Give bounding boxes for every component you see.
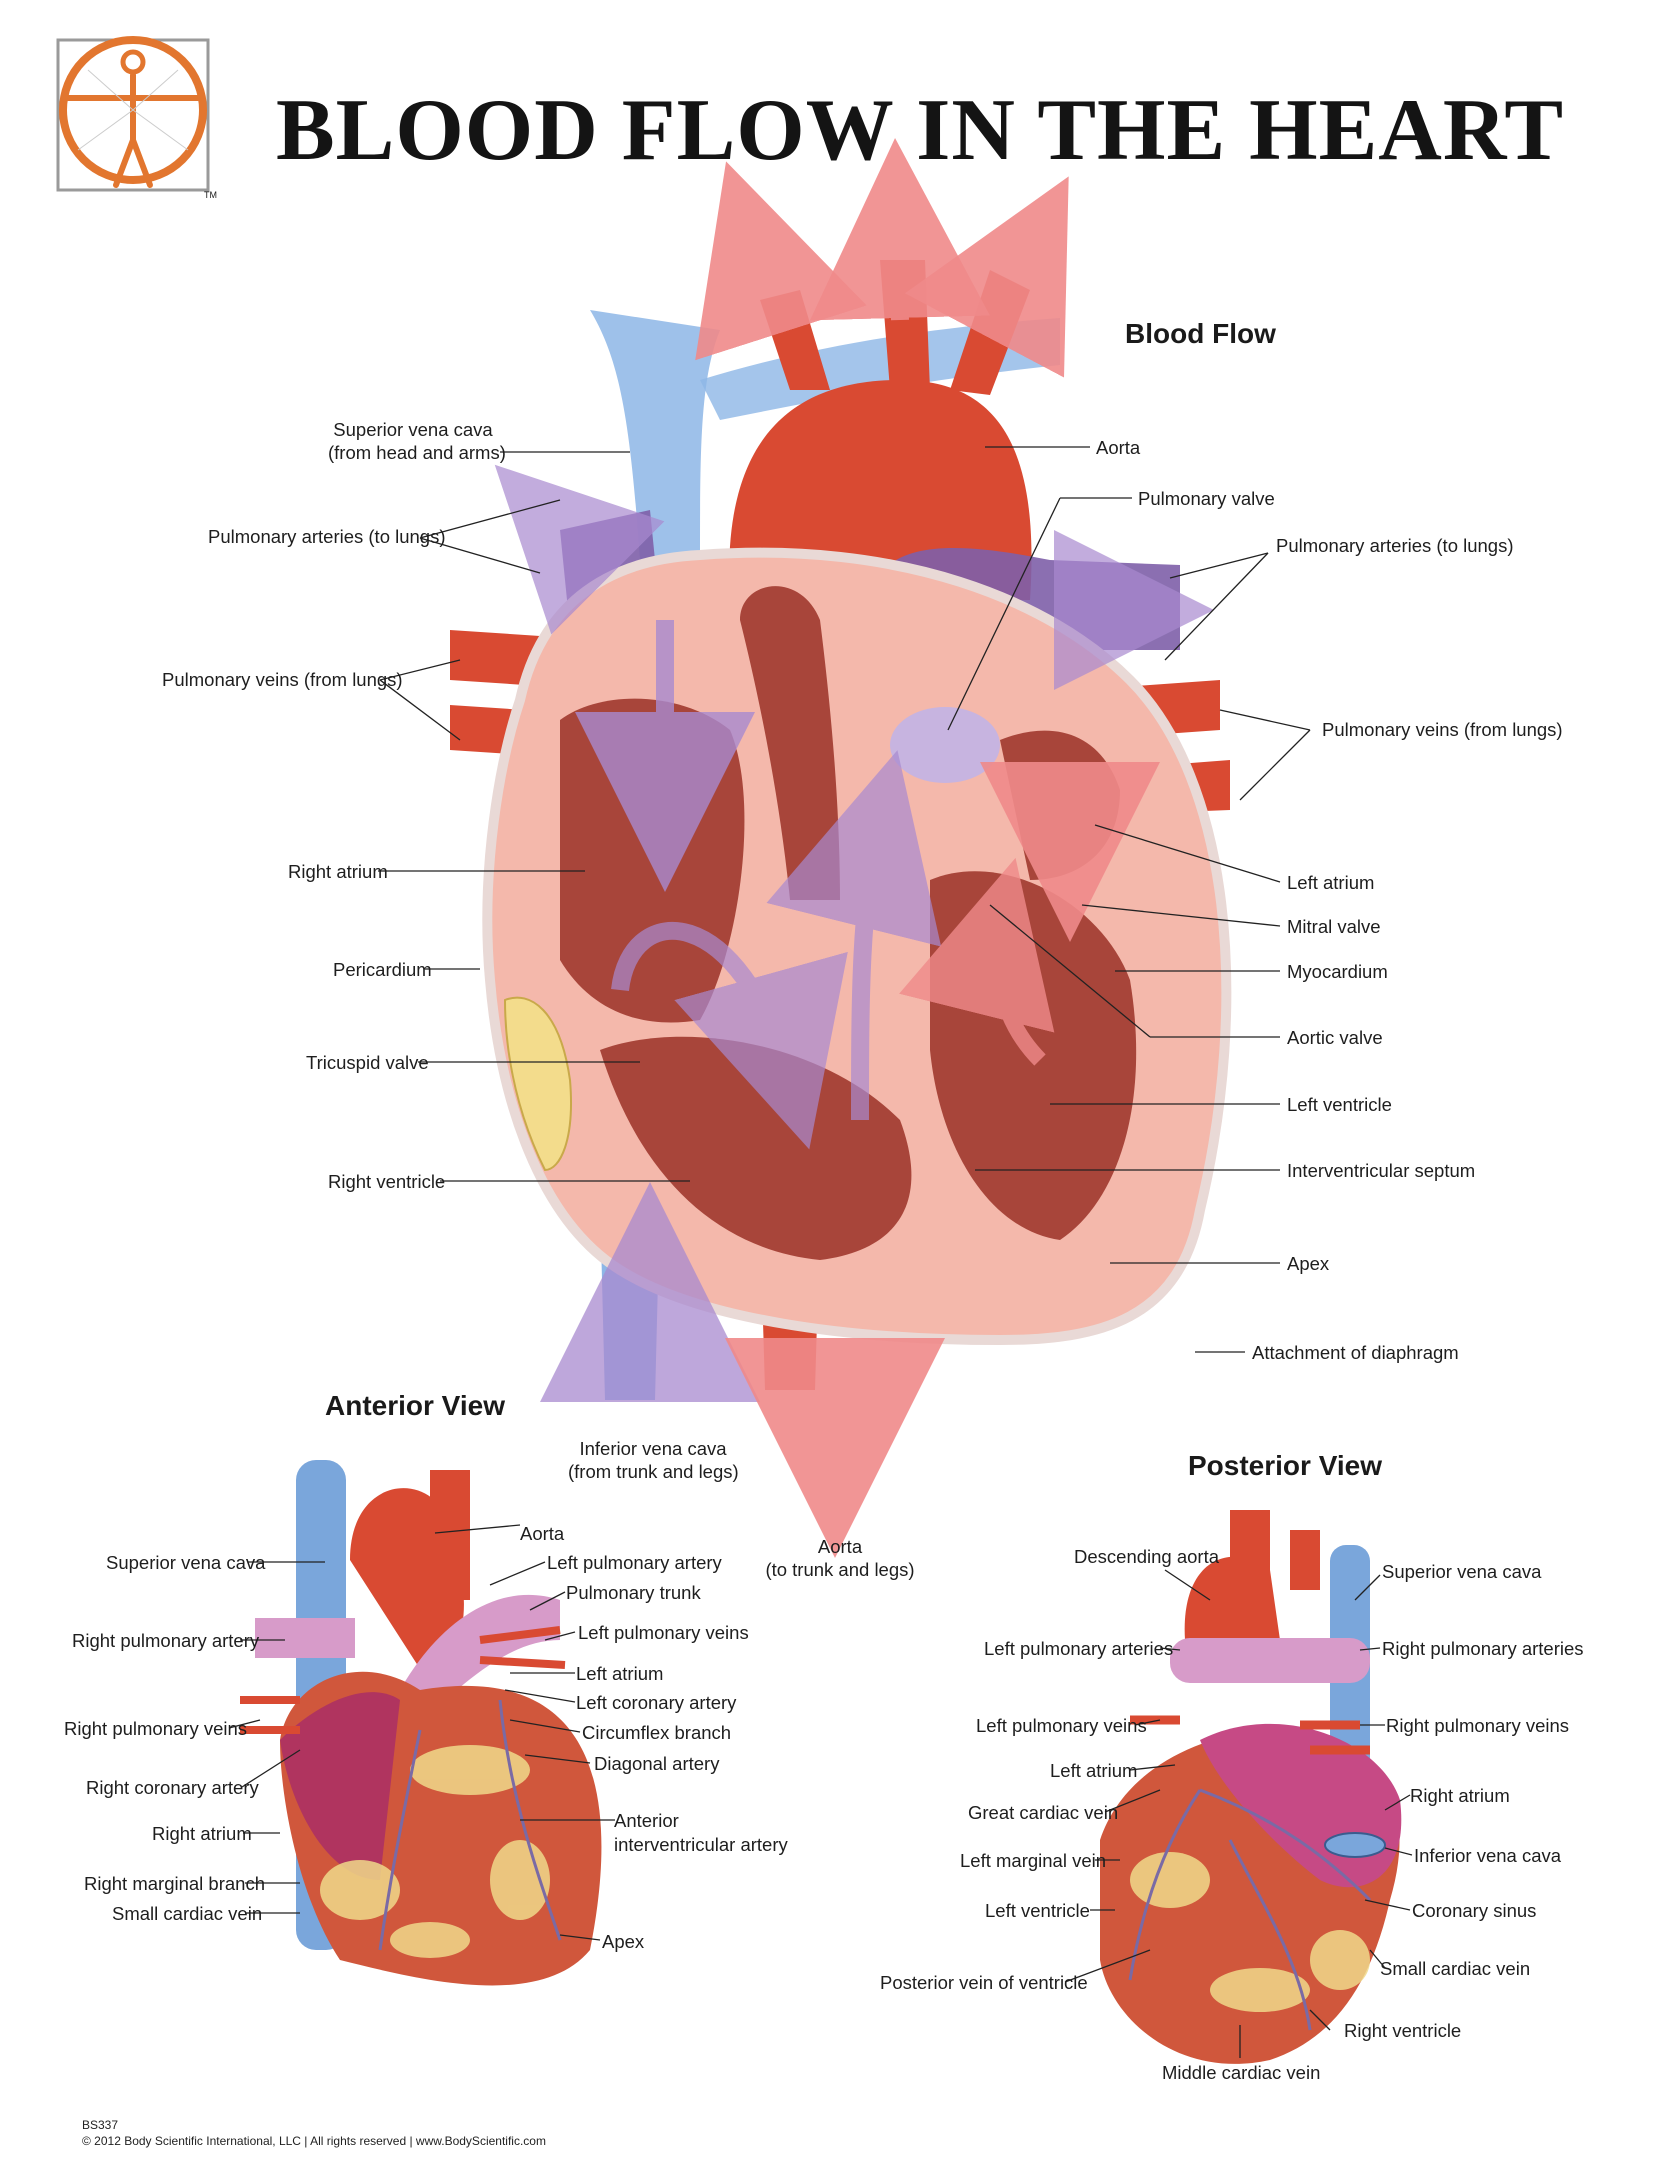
label-attachment-of-diaphragm: Attachment of diaphragm [1252, 1342, 1459, 1363]
ant-label-right-coronary-artery: Right coronary artery [86, 1777, 259, 1798]
post-label-left-ventricle: Left ventricle [985, 1900, 1090, 1921]
pulmonary-valve-shape [890, 707, 1000, 783]
ant-label-anterior: Anterior [614, 1810, 679, 1831]
label-apex: Apex [1287, 1253, 1330, 1274]
ant-label-apex: Apex [602, 1931, 645, 1952]
label-text: Inferior vena cava [579, 1438, 727, 1459]
ant-label-right-atrium: Right atrium [152, 1823, 252, 1844]
post-label-inferior-vena-cava: Inferior vena cava [1414, 1845, 1562, 1866]
post-label-right-pulmonary-arteries: Right pulmonary arteries [1382, 1638, 1584, 1659]
post-label-great-cardiac-vein: Great cardiac vein [968, 1802, 1119, 1823]
ant-label-aorta: Aorta [520, 1523, 565, 1544]
label-myocardium: Myocardium [1287, 961, 1388, 982]
label-aortic-valve: Aortic valve [1287, 1027, 1383, 1048]
post-label-coronary-sinus: Coronary sinus [1412, 1900, 1537, 1921]
label-aorta: Aorta [1096, 437, 1141, 458]
label-right-atrium: Right atrium [288, 861, 388, 882]
post-label-left-atrium: Left atrium [1050, 1760, 1138, 1781]
post-label-superior-vena-cava: Superior vena cava [1382, 1561, 1542, 1582]
post-label-right-pulmonary-veins: Right pulmonary veins [1386, 1715, 1570, 1736]
post-label-descending-aorta: Descending aorta [1074, 1546, 1220, 1567]
ant-label-left-pulmonary-veins: Left pulmonary veins [578, 1622, 749, 1643]
label-text: Aorta [817, 1536, 863, 1557]
label-aorta-bottom: Aorta (to trunk and legs) [760, 1535, 920, 1581]
label-text: Superior vena cava [333, 419, 493, 440]
anterior-heart [240, 1460, 602, 1986]
ant-label-left-atrium: Left atrium [576, 1663, 664, 1684]
anterior-view-heading: Anterior View [325, 1390, 505, 1421]
fat-patch [503, 996, 572, 1172]
ant-label-superior-vena-cava: Superior vena cava [106, 1552, 266, 1573]
label-left-atrium: Left atrium [1287, 872, 1375, 893]
label-mitral-valve: Mitral valve [1287, 916, 1381, 937]
posterior-view-heading: Posterior View [1188, 1450, 1383, 1481]
label-subtext: (from head and arms) [328, 442, 506, 463]
ant-label-right-pulmonary-veins: Right pulmonary veins [64, 1718, 248, 1739]
post-label-posterior-vein-of-ventricle: Posterior vein of ventricle [880, 1972, 1088, 1993]
label-pericardium: Pericardium [333, 959, 432, 980]
post-label-small-cardiac-vein: Small cardiac vein [1380, 1958, 1531, 1979]
post-label-middle-cardiac-vein: Middle cardiac vein [1162, 2062, 1321, 2083]
ant-label-small-cardiac-vein: Small cardiac vein [112, 1903, 263, 1924]
ant-label-diagonal-artery: Diagonal artery [594, 1753, 720, 1774]
ant-label-right-marginal-branch: Right marginal branch [84, 1873, 265, 1894]
footer-copyright: © 2012 Body Scientific International, LL… [82, 2134, 546, 2148]
label-pulmonary-valve: Pulmonary valve [1138, 488, 1275, 509]
post-label-left-pulmonary-arteries: Left pulmonary arteries [984, 1638, 1174, 1659]
label-pulmonary-arteries-left: Pulmonary arteries (to lungs) [208, 526, 446, 547]
right-atrium-chamber [560, 698, 745, 1023]
label-superior-vena-cava: Superior vena cava (from head and arms) [328, 418, 506, 464]
superior-vena-cava-vessel [590, 310, 720, 560]
trademark-mark: TM [204, 190, 217, 200]
footer-code: BS337 [82, 2118, 119, 2132]
ant-label-circumflex-branch: Circumflex branch [582, 1722, 732, 1743]
label-subtext: (to trunk and legs) [765, 1559, 915, 1580]
label-tricuspid-valve: Tricuspid valve [306, 1052, 429, 1073]
ant-label-interventricular-artery: interventricular artery [614, 1834, 788, 1855]
label-interventricular-septum: Interventricular septum [1287, 1160, 1476, 1181]
label-subtext: (from trunk and legs) [568, 1461, 739, 1482]
ant-label-left-pulmonary-artery: Left pulmonary artery [547, 1552, 722, 1573]
label-pulmonary-veins-right: Pulmonary veins (from lungs) [1322, 719, 1563, 740]
post-label-right-ventricle: Right ventricle [1344, 2020, 1462, 2041]
ant-label-left-coronary-artery: Left coronary artery [576, 1692, 737, 1713]
label-pulmonary-veins-left: Pulmonary veins (from lungs) [162, 669, 403, 690]
label-inferior-vena-cava: Inferior vena cava (from trunk and legs) [568, 1437, 739, 1483]
posterior-heart [1100, 1510, 1402, 2064]
ant-label-right-pulmonary-artery: Right pulmonary artery [72, 1630, 260, 1651]
label-left-ventricle: Left ventricle [1287, 1094, 1392, 1115]
label-pulmonary-arteries-right: Pulmonary arteries (to lungs) [1276, 535, 1514, 556]
vitruvian-logo-icon [56, 36, 210, 192]
blood-flow-heading: Blood Flow [1125, 318, 1276, 349]
post-label-right-atrium: Right atrium [1410, 1785, 1510, 1806]
ant-label-pulmonary-trunk: Pulmonary trunk [566, 1582, 701, 1603]
post-label-left-marginal-vein: Left marginal vein [960, 1850, 1107, 1871]
post-label-left-pulmonary-veins: Left pulmonary veins [976, 1715, 1147, 1736]
label-right-ventricle: Right ventricle [328, 1171, 446, 1192]
aorta-arch-vessel [729, 380, 1032, 600]
